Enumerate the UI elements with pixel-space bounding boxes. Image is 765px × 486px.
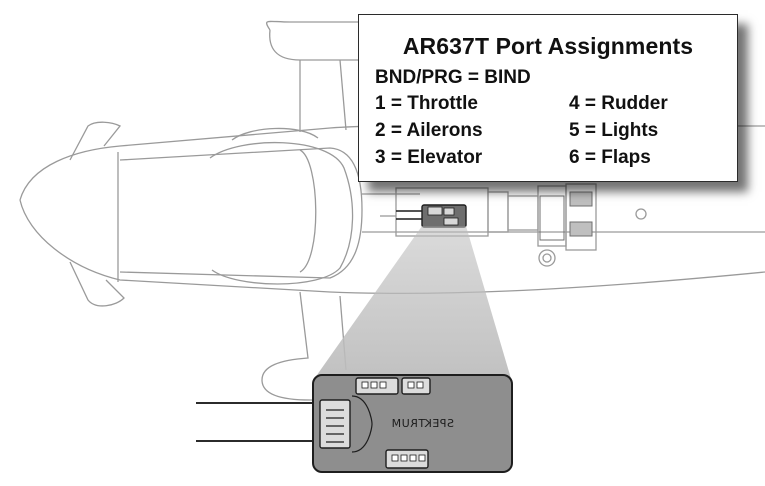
receiver-brand-text: SPEKTRUM xyxy=(391,417,454,430)
bind-port-label: BND/PRG = BIND xyxy=(375,67,531,88)
receiver-antenna-large xyxy=(196,402,322,442)
tail-fin-top xyxy=(69,121,125,307)
servo-connectors xyxy=(539,191,593,241)
zoom-projection-beam xyxy=(312,226,512,382)
port-6-label: 6 = Flaps xyxy=(569,147,651,168)
receiver-small xyxy=(421,204,467,228)
port-5-label: 5 = Lights xyxy=(569,120,659,141)
port-assignments-callout: AR637T Port Assignments BND/PRG = BIND 1… xyxy=(358,14,738,182)
receiver-port-bind xyxy=(319,399,351,449)
port-2-label: 2 = Ailerons xyxy=(375,120,483,141)
port-1-label: 1 = Throttle xyxy=(375,93,478,114)
receiver-antenna-small xyxy=(396,210,424,220)
receiver-port-top-right xyxy=(401,377,431,395)
callout-title: AR637T Port Assignments xyxy=(402,33,694,59)
receiver-large: SPEKTRUM xyxy=(312,374,513,473)
port-3-label: 3 = Elevator xyxy=(375,147,483,168)
port-4-label: 4 = Rudder xyxy=(569,93,668,114)
wing-upper xyxy=(266,20,360,132)
